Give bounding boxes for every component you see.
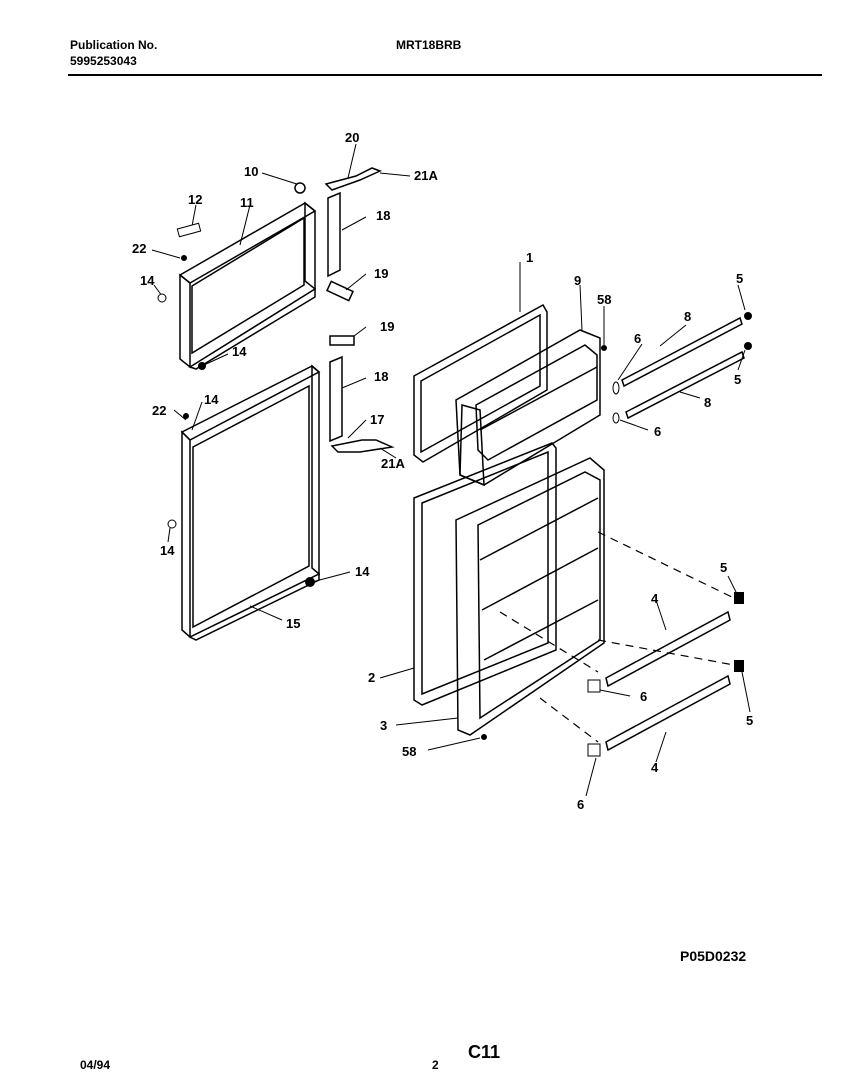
callout-5: 5 [734, 372, 742, 387]
callout-15: 15 [286, 616, 301, 631]
bearing-icon [157, 293, 167, 303]
diagram-code: P05D0232 [680, 948, 747, 964]
callout-14: 14 [204, 392, 219, 407]
end-cap-icon [734, 592, 744, 604]
callout-14: 14 [140, 273, 155, 288]
callout-11: 11 [240, 195, 254, 210]
publication-label: Publication No. [70, 38, 158, 52]
spacer-lower [329, 335, 355, 346]
callout-8: 8 [704, 395, 712, 410]
callout-14: 14 [232, 344, 247, 359]
callout-58: 58 [402, 744, 417, 759]
bearing-icon [198, 362, 206, 370]
cap-icon [612, 412, 620, 424]
hinge-bar-lower [329, 355, 343, 443]
callout-1: 1 [526, 250, 534, 265]
callout-14: 14 [160, 543, 175, 558]
bearing-icon [305, 577, 315, 587]
rail-4-lower [605, 674, 731, 752]
callout-2: 2 [368, 670, 376, 685]
callout-5: 5 [720, 560, 728, 575]
trim-piece-icon [176, 222, 202, 238]
fresh-food-gasket [413, 442, 557, 706]
footer-page: 2 [432, 1058, 439, 1072]
end-cap-icon [734, 660, 744, 672]
hinge-bar-upper [327, 191, 341, 278]
rail-lower [625, 350, 745, 420]
callout-19: 19 [374, 266, 389, 281]
callout-22: 22 [132, 241, 147, 256]
fresh-food-door-panel [455, 457, 605, 736]
section-code: C11 [468, 1042, 501, 1062]
cap-icon [587, 679, 601, 693]
freezer-door-panel [455, 329, 601, 487]
callout-4: 4 [651, 591, 659, 606]
callout-21a: 21A [414, 168, 438, 183]
callout-6: 6 [634, 331, 642, 346]
callout-6: 6 [577, 797, 585, 812]
publication-number: 5995253043 [70, 54, 137, 68]
callout-18: 18 [374, 369, 389, 384]
fresh-food-door-frame [180, 364, 321, 641]
callout-4: 4 [651, 760, 659, 775]
callout-6: 6 [654, 424, 662, 439]
callout-9: 9 [574, 273, 582, 288]
callout-5: 5 [736, 271, 744, 286]
callout-22: 22 [152, 403, 167, 418]
hinge-top [324, 167, 382, 191]
callout-3: 3 [380, 718, 388, 733]
hinge-middle [330, 439, 395, 453]
callout-12: 12 [188, 192, 203, 207]
screw-icon [181, 255, 187, 261]
callout-58: 58 [597, 292, 612, 307]
callout-21a: 21A [381, 456, 405, 471]
callout-14: 14 [355, 564, 370, 579]
freezer-gasket [413, 303, 548, 463]
screw-icon [481, 734, 487, 740]
callout-18: 18 [376, 208, 391, 223]
end-cap-icon [744, 312, 752, 320]
bearing-icon [167, 519, 177, 529]
screw-icon [183, 413, 189, 419]
freezer-door-frame [178, 201, 317, 370]
callout-6: 6 [640, 689, 648, 704]
model-number: MRT18BRB [396, 38, 462, 52]
cap-icon [612, 381, 620, 395]
callout-5: 5 [746, 713, 754, 728]
cap-icon [587, 743, 601, 757]
callout-19: 19 [380, 319, 395, 334]
rail-upper [621, 316, 743, 388]
callout-17: 17 [370, 412, 385, 427]
fastener-icon [294, 182, 306, 194]
footer-date: 04/94 [80, 1058, 111, 1072]
screw-icon [601, 345, 607, 351]
rail-4-upper [605, 610, 731, 688]
end-cap-icon [744, 342, 752, 350]
spacer-upper [326, 280, 354, 302]
callout-10: 10 [244, 164, 259, 179]
callout-8: 8 [684, 309, 692, 324]
callout-20: 20 [345, 130, 360, 145]
